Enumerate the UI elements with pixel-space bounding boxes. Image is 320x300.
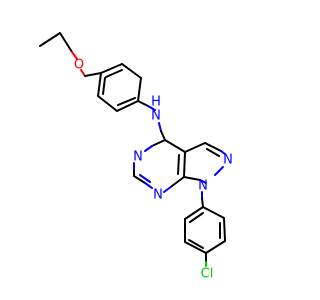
chlorine-atom: Cl bbox=[201, 267, 214, 282]
pyrazole-nitrogen-2: N bbox=[223, 153, 233, 168]
pyrazole-ring bbox=[183, 142, 226, 184]
bond-ch2-o bbox=[71, 51, 78, 60]
amine-hydrogen-atom: H bbox=[151, 95, 161, 110]
bond-nh-c4-n bbox=[158, 122, 162, 132]
pyrimidine-nitrogen-3: N bbox=[133, 150, 143, 165]
bond-aryl-nh-n bbox=[147, 105, 156, 111]
bond-o-aryl-c bbox=[84, 72, 102, 77]
bond-ethyl-ch3 bbox=[39, 32, 61, 47]
bond-o-aryl bbox=[80, 69, 86, 77]
bond-nh-c4 bbox=[160, 130, 166, 141]
bond-n1-aryl bbox=[201, 197, 204, 208]
amine-nitrogen-atom: N bbox=[151, 109, 161, 124]
molecule-structure: O N H N N N N Cl bbox=[39, 32, 233, 282]
oxygen-atom: O bbox=[74, 58, 84, 73]
ethoxyphenyl-ring bbox=[97, 63, 142, 112]
pyrimidine-ring bbox=[133, 139, 186, 193]
pyrazole-nitrogen-1: N bbox=[198, 179, 208, 194]
bond-aryl-nh bbox=[137, 100, 149, 107]
bond-ethyl-ch2 bbox=[59, 32, 73, 53]
pyrimidine-nitrogen-1: N bbox=[153, 188, 163, 203]
chlorophenyl-ring bbox=[184, 206, 226, 254]
